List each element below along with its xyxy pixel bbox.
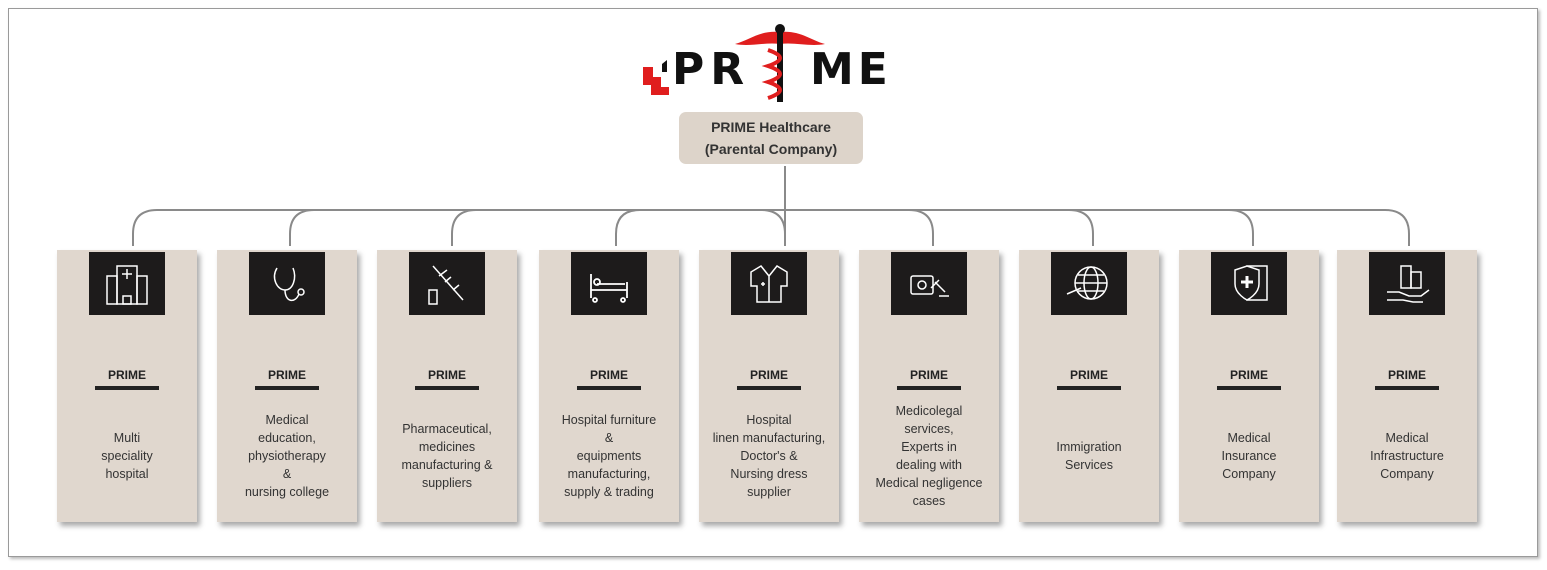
card-description: Medicolegal services, Experts in dealing… (875, 404, 983, 508)
connector-path (132, 209, 1410, 246)
parent-subtitle: (Parental Company) (704, 141, 838, 157)
card-label: PRIME (1229, 368, 1268, 382)
subsidiary-card: PRIME Medical Infrastructure Company (1337, 250, 1477, 522)
label-underline (577, 386, 641, 390)
stethoscope-icon (249, 252, 325, 315)
syringe-icon (409, 252, 485, 315)
subsidiary-card: PRIME Medicolegal services, Experts in d… (859, 250, 999, 522)
card-label: PRIME (589, 368, 628, 382)
card-label: PRIME (1069, 368, 1108, 382)
card-label: PRIME (909, 368, 948, 382)
svg-text:PR: PR (672, 44, 750, 95)
card-description: Immigration Services (1056, 440, 1122, 472)
label-underline (1375, 386, 1439, 390)
subsidiary-card: PRIME Multi speciality hospital (57, 250, 197, 522)
doctor-coat-icon (731, 252, 807, 315)
subsidiary-card: PRIME Hospital furniture & equipments ma… (539, 250, 679, 522)
subsidiary-card: PRIME Hospital linen manufacturing, Doct… (699, 250, 839, 522)
card-label: PRIME (267, 368, 306, 382)
insurance-shield-icon (1211, 252, 1287, 315)
card-description: Hospital linen manufacturing, Doctor's &… (712, 413, 826, 499)
subsidiary-card: PRIME Immigration Services (1019, 250, 1159, 522)
label-underline (415, 386, 479, 390)
card-description: Medical education, physiotherapy & nursi… (244, 413, 330, 499)
subsidiary-card: PRIME Pharmaceutical, medicines manufact… (377, 250, 517, 522)
card-label: PRIME (427, 368, 466, 382)
parent-title: PRIME Healthcare (711, 119, 831, 135)
card-label: PRIME (107, 368, 146, 382)
label-underline (255, 386, 319, 390)
prime-logo: PR ME (643, 24, 892, 102)
card-description: Pharmaceutical, medicines manufacturing … (401, 422, 493, 490)
diagram-frame (8, 8, 1538, 557)
globe-plane-icon (1051, 252, 1127, 315)
infrastructure-hand-icon (1369, 252, 1445, 315)
subsidiary-card: PRIME Medical Insurance Company (1179, 250, 1319, 522)
hospital-icon (89, 252, 165, 315)
card-label: PRIME (749, 368, 788, 382)
label-underline (1057, 386, 1121, 390)
card-description: Hospital furniture & equipments manufact… (561, 413, 657, 499)
subsidiary-card: PRIME Medical education, physiotherapy &… (217, 250, 357, 522)
label-underline (95, 386, 159, 390)
hospital-bed-icon (571, 252, 647, 315)
card-label: PRIME (1387, 368, 1426, 382)
label-underline (897, 386, 961, 390)
card-description: Medical Infrastructure Company (1370, 431, 1444, 481)
parent-company-box: PRIME Healthcare (Parental Company) (679, 112, 863, 164)
card-description: Multi speciality hospital (101, 431, 153, 481)
label-underline (1217, 386, 1281, 390)
card-description: Medical Insurance Company (1221, 431, 1277, 481)
medicolegal-gavel-icon (891, 252, 967, 315)
svg-text:ME: ME (810, 44, 892, 95)
label-underline (737, 386, 801, 390)
